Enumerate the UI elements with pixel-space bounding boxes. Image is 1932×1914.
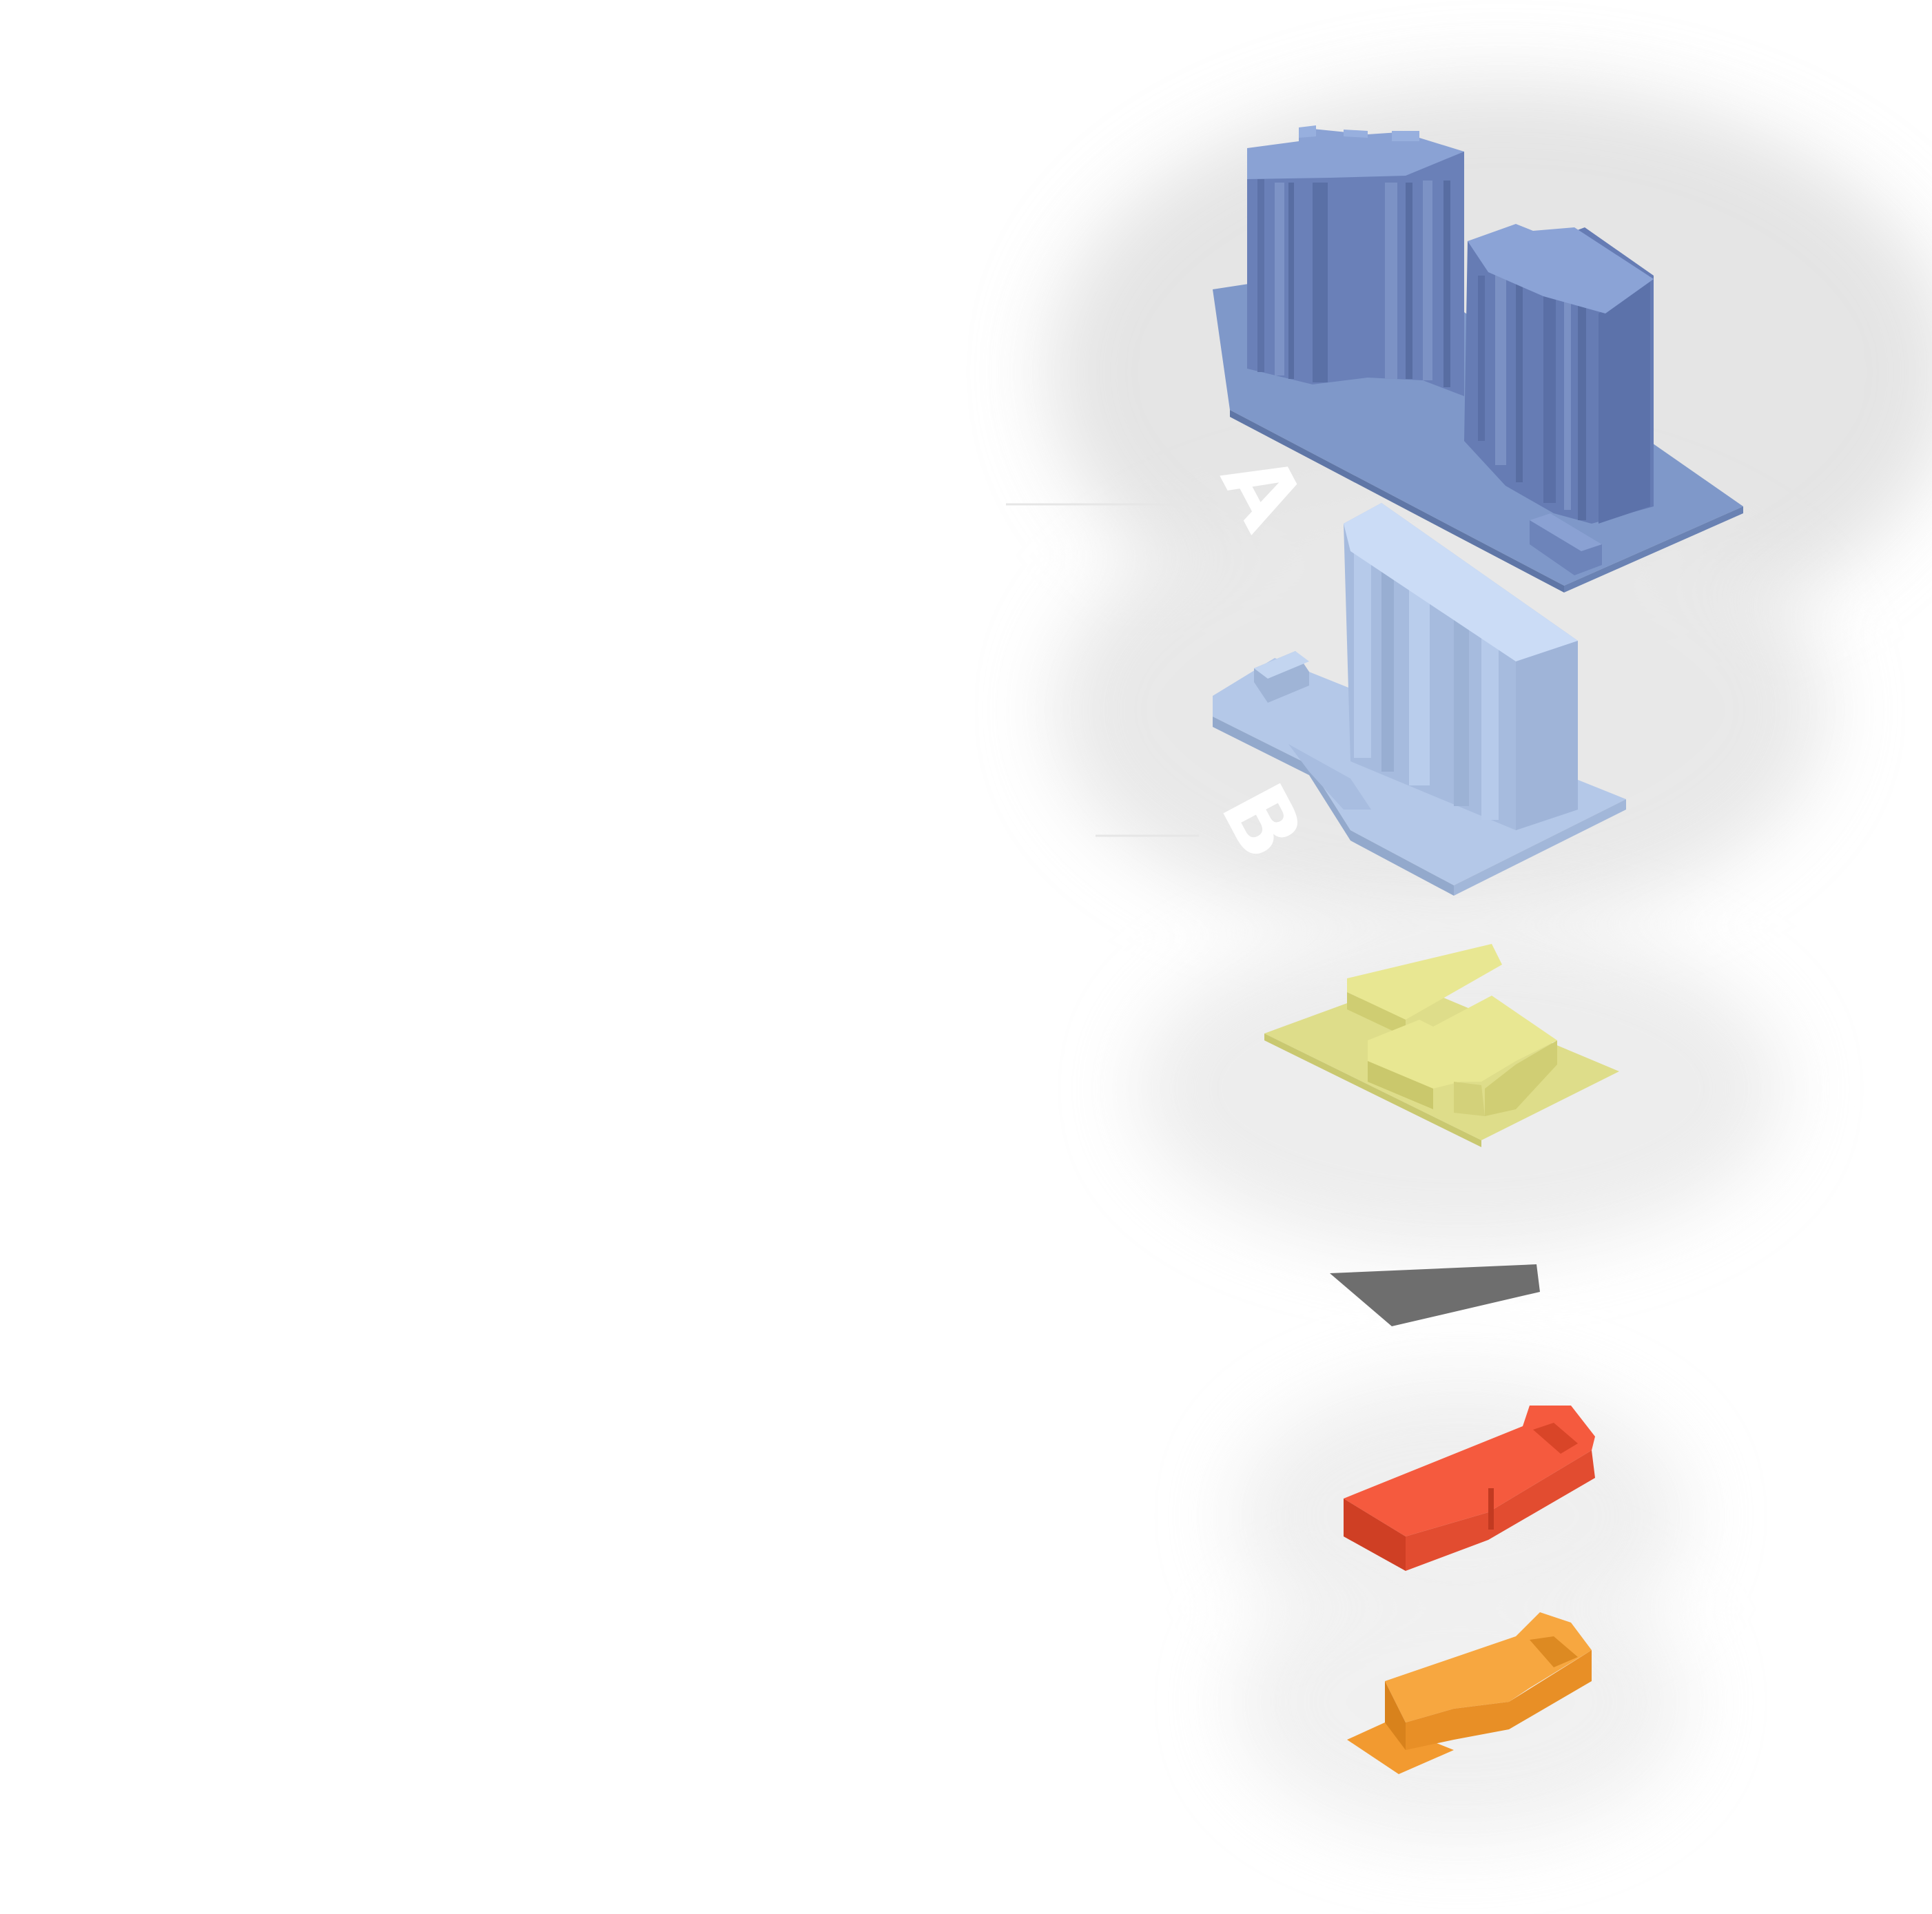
layer-f-front — [1385, 1681, 1406, 1750]
layer-b-slab — [1213, 503, 1626, 896]
layer-a-base-edge — [1230, 410, 1564, 593]
layer-d-ground — [1330, 1264, 1540, 1326]
layer-c-lowrise — [1264, 944, 1619, 1147]
layer-e-side — [1406, 1450, 1595, 1571]
layer-f-side — [1406, 1650, 1592, 1750]
layer-a-right-tower-side — [1599, 276, 1650, 524]
layer-e-podium — [1344, 1406, 1595, 1571]
layer-a-right-tower-roof — [1468, 224, 1654, 313]
layer-c-block-2 — [1368, 996, 1557, 1089]
layer-f-base — [1347, 1722, 1454, 1774]
layer-e-top — [1344, 1406, 1595, 1536]
layer-c-block-1 — [1347, 944, 1502, 1020]
layer-a-towers — [1213, 125, 1743, 593]
layer-e-front — [1344, 1499, 1406, 1571]
layer-b-tower-side — [1516, 641, 1578, 830]
layer-b-tower-roof — [1344, 503, 1578, 661]
layer-b-base-edge — [1213, 717, 1454, 896]
layer-f-podium — [1347, 1612, 1592, 1774]
layer-d-plane — [1330, 1264, 1540, 1326]
